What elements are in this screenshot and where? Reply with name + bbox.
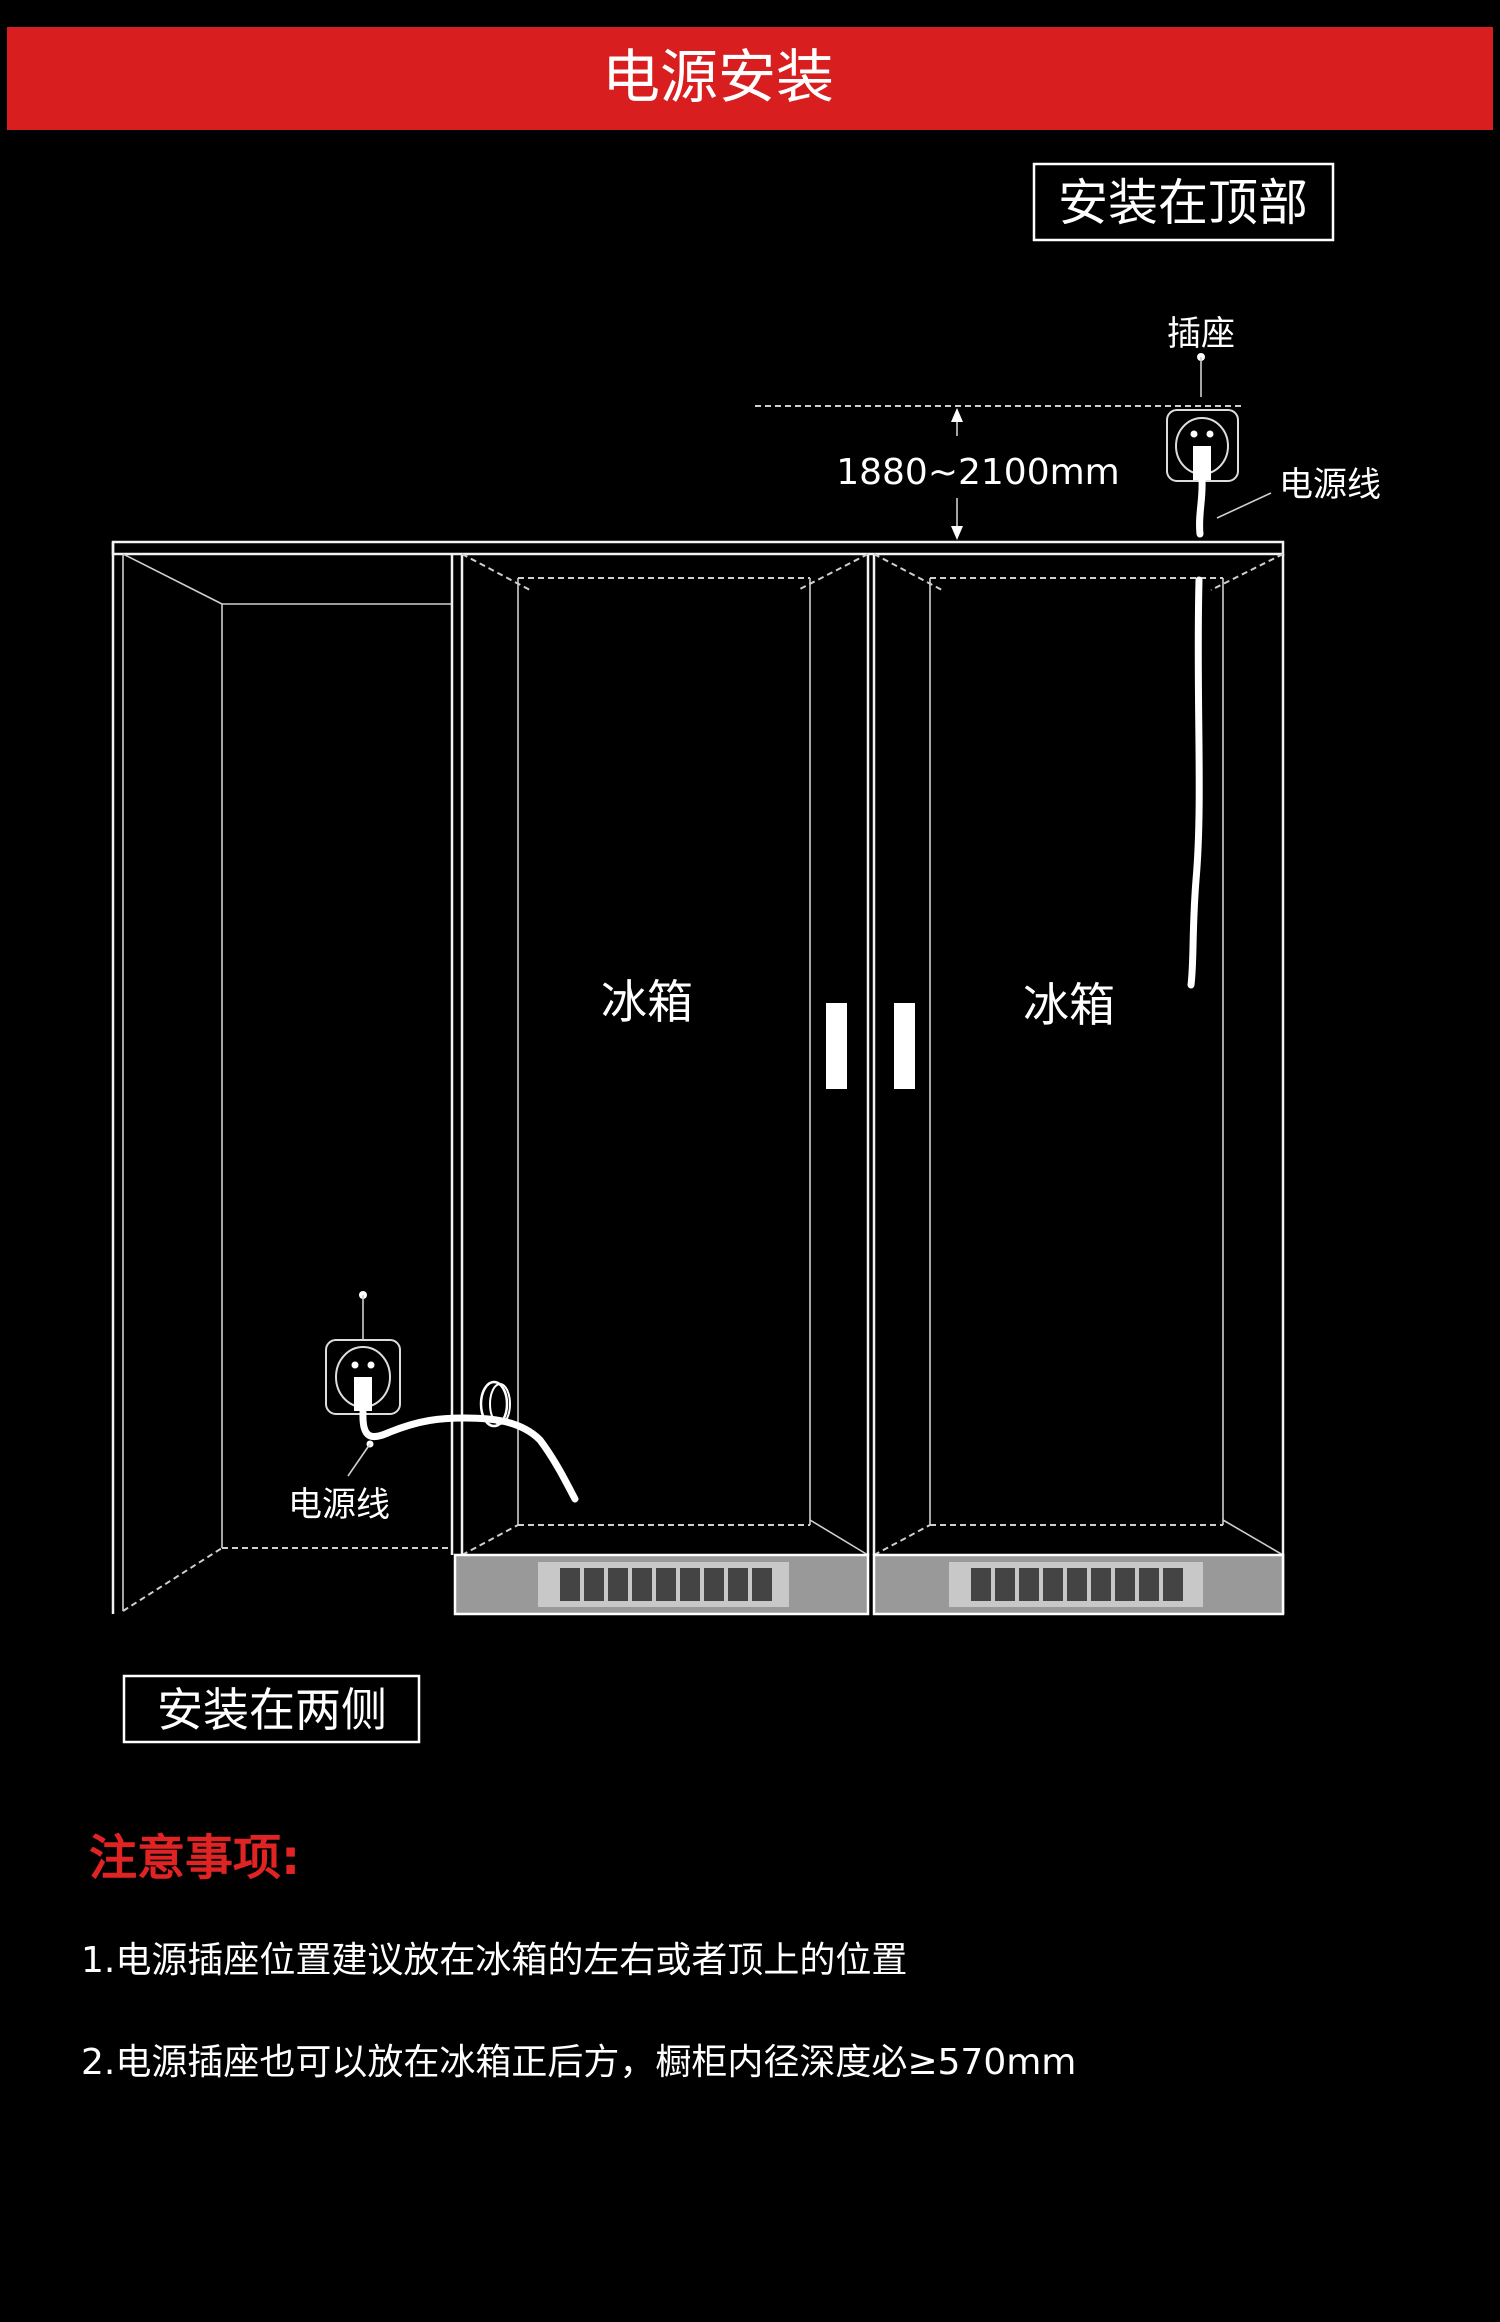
top-install-box [1032, 162, 1335, 242]
vent-grille-icon [971, 1568, 1183, 1601]
vent-grille-icon [560, 1568, 772, 1601]
side-install-box [122, 1674, 421, 1744]
fridge-bay-right [872, 553, 1285, 1614]
top-socket-icon [1166, 409, 1239, 482]
side-install-label: 安装在两侧 [157, 1683, 387, 1737]
header-title: 电源安装 [602, 43, 834, 111]
top-cord-inside [1187, 576, 1203, 989]
fridge-left-label: 冰箱 [601, 975, 693, 1029]
fridge-handle-left [826, 1003, 847, 1089]
dimension-arrow [951, 408, 963, 540]
left-cabinet-bay [111, 542, 463, 1614]
cable-grommet-icon [479, 1380, 511, 1428]
fridge-right-label: 冰箱 [1023, 978, 1115, 1032]
fridge-base-left [453, 1553, 870, 1616]
fridge-bay-left [460, 553, 870, 1556]
top-install-label: 安装在顶部 [1058, 174, 1308, 232]
height-dimension: 1880~2100mm [836, 452, 1120, 493]
socket-label: 插座 [1167, 314, 1235, 354]
notes-title: 注意事项: [89, 1830, 300, 1886]
power-cord-label-top: 电源线 [1279, 465, 1381, 505]
header-banner [7, 27, 1493, 130]
top-power-cord [1196, 476, 1206, 538]
power-cord-label-side: 电源线 [288, 1485, 390, 1525]
fridge-handle-right [894, 1003, 915, 1089]
note-item: 1.电源插座位置建议放在冰箱的左右或者顶上的位置 [81, 1940, 907, 1981]
note-item: 2.电源插座也可以放在冰箱正后方，橱柜内径深度必≥570mm [81, 2042, 1076, 2083]
side-power-cord [359, 1408, 579, 1503]
fridge-base-right [872, 1553, 1285, 1616]
